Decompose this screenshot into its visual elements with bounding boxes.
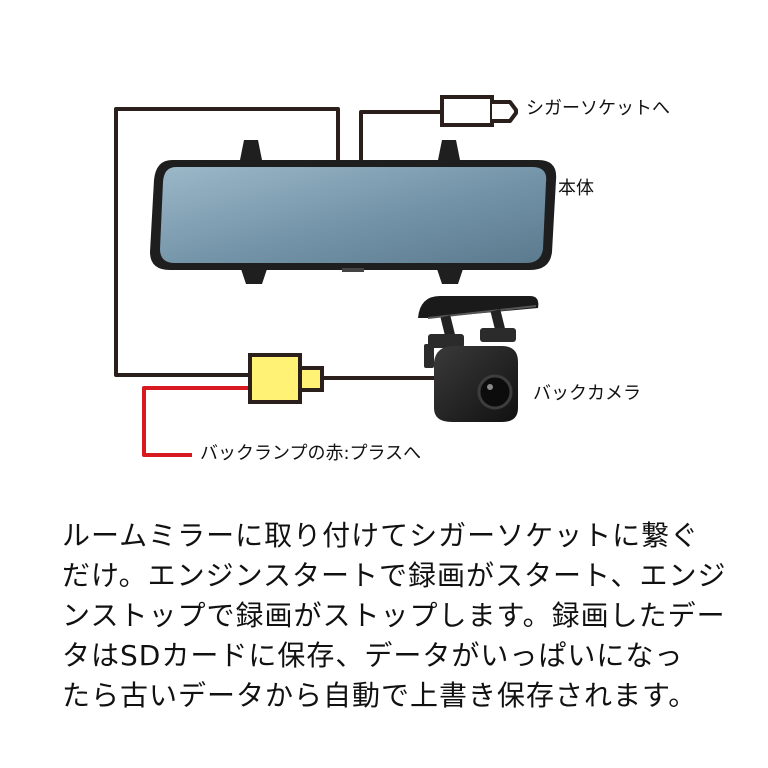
main-unit-label: 本体	[558, 178, 594, 199]
back-camera-icon	[418, 296, 539, 422]
description-line-1: ルームミラーに取り付けてシガーソケットに繋ぐ	[62, 519, 700, 552]
mirror-unit-icon	[150, 140, 557, 284]
back-lamp-label: バックランプの赤:プラスへ	[200, 443, 422, 464]
description-line-4: タはSDカードに保存、データがいっぱいになっ	[62, 639, 684, 672]
description-line-3: ンストップで録画がストップします。録画したデー	[62, 599, 726, 632]
connector-box-icon	[248, 353, 324, 404]
wiring-diagram	[114, 95, 557, 457]
cigar-socket-plug-icon	[440, 95, 518, 127]
plus-wire	[142, 386, 250, 457]
description-text: ルームミラーに取り付けてシガーソケットに繋ぐ だけ。エンジンスタートで録画がスタ…	[62, 516, 727, 716]
back-camera-label: バックカメラ	[533, 383, 641, 404]
mirror-to-socket-wire	[359, 110, 442, 162]
description-line-2: だけ。エンジンスタートで録画がスタート、エンジ	[62, 559, 727, 592]
cigar-socket-label: シガーソケットへ	[526, 98, 670, 119]
mirror-to-connector-wire	[114, 107, 340, 377]
power-wires	[114, 107, 442, 380]
description-line-5: たら古いデータから自動で上書き保存されます。	[62, 679, 698, 712]
